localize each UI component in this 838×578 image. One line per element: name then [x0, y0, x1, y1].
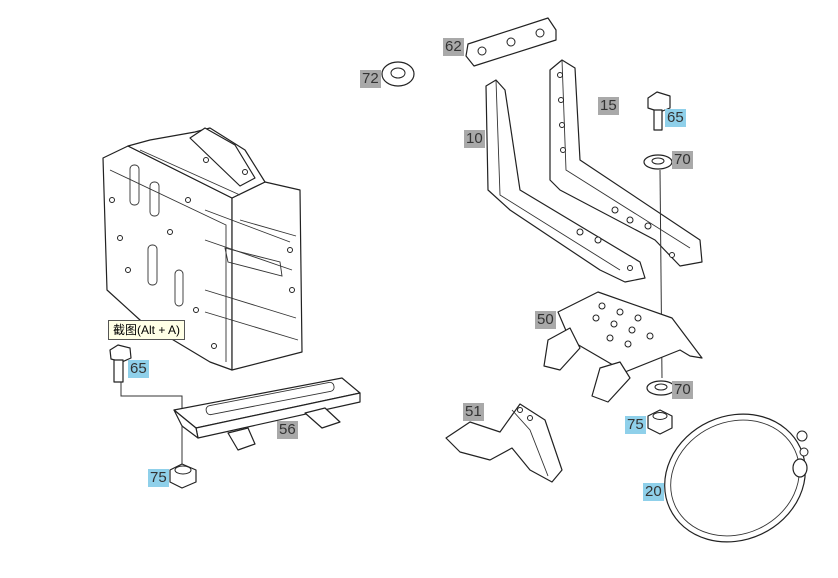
callout-20[interactable]: 20 — [643, 483, 664, 501]
callout-56[interactable]: 56 — [277, 421, 298, 439]
plate-62 — [465, 17, 557, 67]
bolt-65-left — [109, 344, 132, 383]
callout-70-bottom[interactable]: 70 — [672, 381, 693, 399]
bracket-56 — [173, 377, 361, 451]
washer-72 — [381, 61, 415, 87]
callout-65-right[interactable]: 65 — [665, 109, 686, 127]
callout-72[interactable]: 72 — [360, 70, 381, 88]
bracket-15 — [549, 59, 703, 267]
bolt-65-right — [647, 91, 671, 131]
leader-65-left — [120, 382, 183, 412]
main-frame — [102, 127, 303, 371]
callout-51[interactable]: 51 — [463, 403, 484, 421]
callout-65-left[interactable]: 65 — [128, 360, 149, 378]
callout-70-top[interactable]: 70 — [672, 151, 693, 169]
washer-70-bottom — [646, 380, 676, 396]
callout-62[interactable]: 62 — [443, 38, 464, 56]
callout-75-left[interactable]: 75 — [148, 469, 169, 487]
bracket-51 — [445, 403, 563, 483]
plate-50 — [543, 291, 703, 403]
bracket-10 — [485, 79, 646, 283]
nut-75-left — [169, 463, 197, 489]
clamp-ring-20 — [664, 413, 809, 543]
callout-50[interactable]: 50 — [535, 311, 556, 329]
callout-75-right[interactable]: 75 — [625, 416, 646, 434]
callout-15[interactable]: 15 — [598, 97, 619, 115]
washer-70-top — [643, 154, 673, 170]
callout-10[interactable]: 10 — [464, 130, 485, 148]
screenshot-tooltip: 截图(Alt + A) — [108, 320, 186, 340]
nut-75-right — [647, 409, 673, 435]
